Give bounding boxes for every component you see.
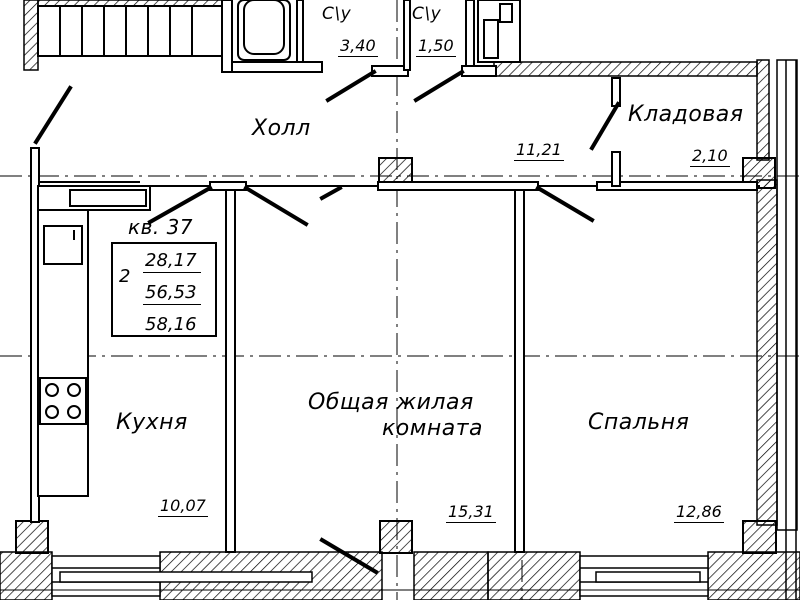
total-area-with-balcony: 58,16 [145,314,197,335]
hall-area: 11,21 [514,140,564,161]
total-area: 56,53 [143,284,201,305]
living-room-area: 15,31 [446,502,496,523]
apartment-area-box: 2 28,17 56,53 58,16 [111,242,217,337]
apartment-number: кв. 37 [128,215,194,239]
interior-walls [30,0,760,553]
kitchen-counter [37,185,151,497]
wc-fixtures [477,0,521,63]
bathroom-2-name: С\у [412,4,442,24]
windows [0,555,800,597]
columns [15,157,777,554]
living-area: 28,17 [143,252,201,273]
living-room-name-line2: комната [382,416,484,441]
kitchen-area: 10,07 [158,496,208,517]
storage-area: 2,10 [690,146,730,167]
bathroom-1-area: 3,40 [338,36,378,57]
bedroom-area: 12,86 [674,502,724,523]
living-room-name-line1: Общая жилая [308,390,474,415]
storage-name: Кладовая [628,102,744,127]
hall-name: Холл [252,116,311,141]
bathroom-1-name: С\у [322,4,352,24]
kitchen-name: Кухня [116,410,188,435]
bathtub [237,0,291,61]
top-left-cabinet [37,5,223,57]
bedroom-name: Спальня [588,410,690,435]
rooms-count: 2 [119,266,131,287]
bathroom-2-area: 1,50 [416,36,456,57]
doors [33,69,621,575]
right-edge-lines [785,60,797,600]
